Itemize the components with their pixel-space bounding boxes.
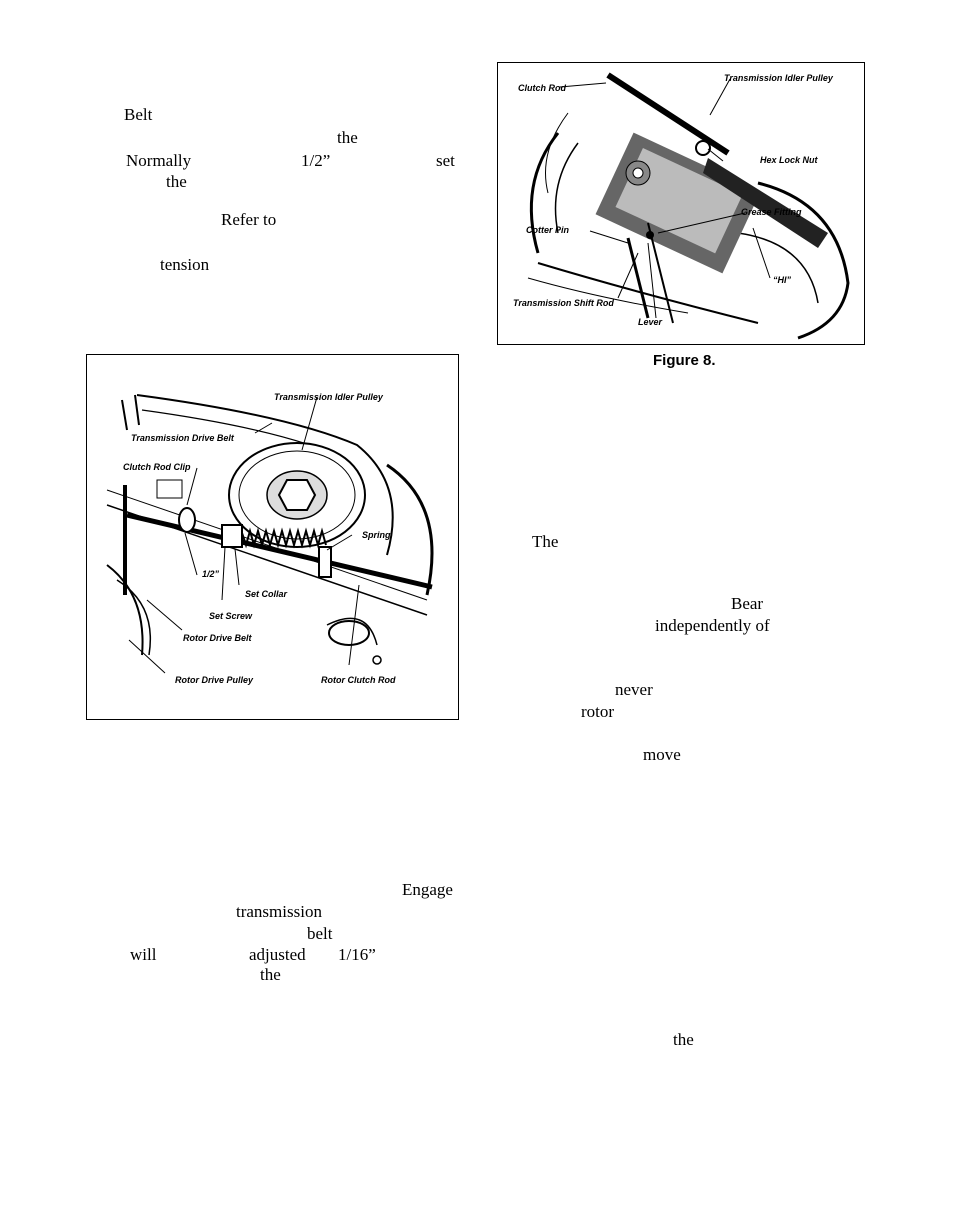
- text-fragment: never: [615, 680, 653, 699]
- text-fragment: The: [532, 532, 559, 551]
- text-fragment: belt: [307, 924, 333, 943]
- label-rotor-clutch-rod: Rotor Clutch Rod: [321, 675, 396, 685]
- figure-transmission: Clutch Rod Transmission Idler Pulley Hex…: [497, 62, 865, 345]
- label-shift-rod: Transmission Shift Rod: [513, 298, 614, 308]
- label-lever: Lever: [638, 317, 663, 327]
- text-fragment: move: [643, 745, 681, 764]
- label-half-inch: 1/2”: [202, 569, 220, 579]
- label-set-collar: Set Collar: [245, 589, 288, 599]
- text-fragment: Belt: [124, 105, 153, 124]
- label-grease-fitting: Grease Fitting: [741, 207, 802, 217]
- text-fragment: transmission: [236, 902, 322, 921]
- figure-caption: Figure 8.: [653, 352, 716, 369]
- text-fragment: the: [166, 172, 187, 191]
- text-fragment: set: [436, 151, 455, 170]
- text-fragment: 1/16”: [338, 945, 376, 964]
- text-fragment: the: [337, 128, 358, 147]
- figure-transmission-drawing: Clutch Rod Transmission Idler Pulley Hex…: [513, 70, 850, 340]
- text-fragment: rotor: [581, 702, 615, 721]
- label-cotter-pin: Cotter Pin: [526, 225, 570, 235]
- label-hex-lock-nut: Hex Lock Nut: [760, 155, 819, 165]
- text-fragment: Refer to: [221, 210, 277, 229]
- label-hi: “HI”: [773, 275, 792, 285]
- label-clutch-rod: Clutch Rod: [518, 83, 566, 93]
- label-idler-pulley: Transmission Idler Pulley: [724, 73, 834, 83]
- label-set-screw: Set Screw: [209, 611, 253, 621]
- label-rotor-drive-pulley: Rotor Drive Pulley: [175, 675, 254, 685]
- label-drive-belt: Transmission Drive Belt: [131, 433, 235, 443]
- text-fragment: Engage: [402, 880, 453, 899]
- text-fragment: will: [130, 945, 157, 964]
- text-fragment: the: [260, 965, 281, 984]
- text-fragment: Bear: [731, 594, 764, 613]
- label-rotor-drive-belt: Rotor Drive Belt: [183, 633, 253, 643]
- label-idler-pulley: Transmission Idler Pulley: [274, 392, 384, 402]
- text-fragment: tension: [160, 255, 210, 274]
- text-fragment: independently of: [655, 616, 770, 635]
- text-fragment: Normally: [126, 151, 192, 170]
- text-fragment: adjusted: [249, 945, 306, 964]
- text-fragment: the: [673, 1030, 694, 1049]
- figure-clutch-rod: Transmission Idler Pulley Transmission D…: [86, 354, 459, 720]
- text-fragment: 1/2”: [301, 151, 331, 170]
- label-clutch-rod-clip: Clutch Rod Clip: [123, 462, 191, 472]
- figure-clutch-rod-drawing: Transmission Idler Pulley Transmission D…: [106, 392, 434, 685]
- label-spring: Spring: [362, 530, 391, 540]
